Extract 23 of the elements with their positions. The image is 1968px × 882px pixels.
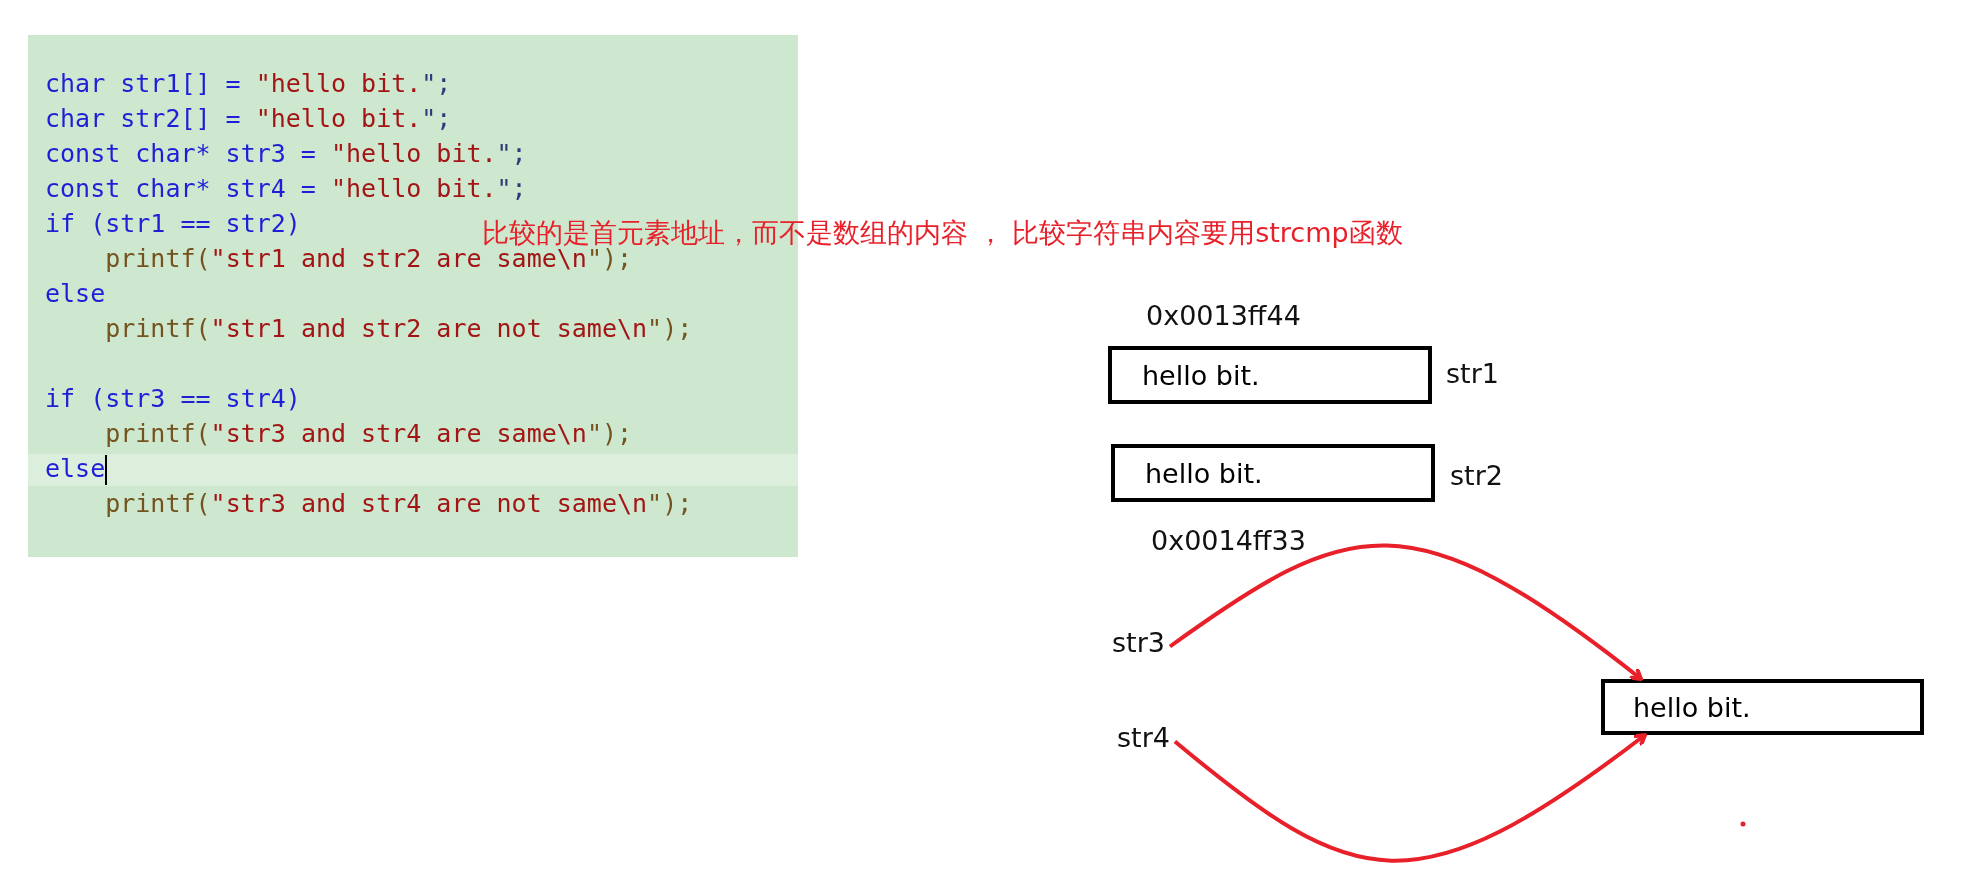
code-line: if (str1 == str2) [45, 208, 301, 240]
code-line: printf("str3 and str4 are same\n"); [104, 418, 633, 450]
pointer-label: str4 [1117, 722, 1170, 753]
code-line: char str1[] = "hello bit."; [45, 68, 452, 100]
code-line: printf("str1 and str2 are not same\n"); [104, 313, 693, 345]
code-line: printf("str3 and str4 are not same\n"); [104, 488, 693, 520]
pointer-label: str3 [1112, 627, 1165, 658]
address-label: 0x0013ff44 [1146, 300, 1301, 331]
memory-box: hello bit. [1601, 679, 1924, 735]
variable-label: str1 [1446, 358, 1499, 389]
memory-box: hello bit. [1111, 444, 1435, 502]
memory-box: hello bit. [1108, 346, 1432, 404]
code-line: const char* str3 = "hello bit."; [45, 138, 527, 170]
address-label: 0x0014ff33 [1151, 525, 1306, 556]
pointer-arrow [1173, 733, 1647, 863]
code-line: const char* str4 = "hello bit."; [45, 173, 527, 205]
variable-label: str2 [1450, 460, 1503, 491]
code-line: else [45, 278, 106, 310]
pointer-arrow [1168, 543, 1643, 681]
annotation-text: 比较的是首元素地址，而不是数组的内容 ， 比较字符串内容要用strcmp函数 [482, 216, 1403, 248]
code-line: else [45, 453, 108, 486]
code-line: char str2[] = "hello bit."; [45, 103, 452, 135]
code-line: if (str3 == str4) [45, 383, 301, 415]
